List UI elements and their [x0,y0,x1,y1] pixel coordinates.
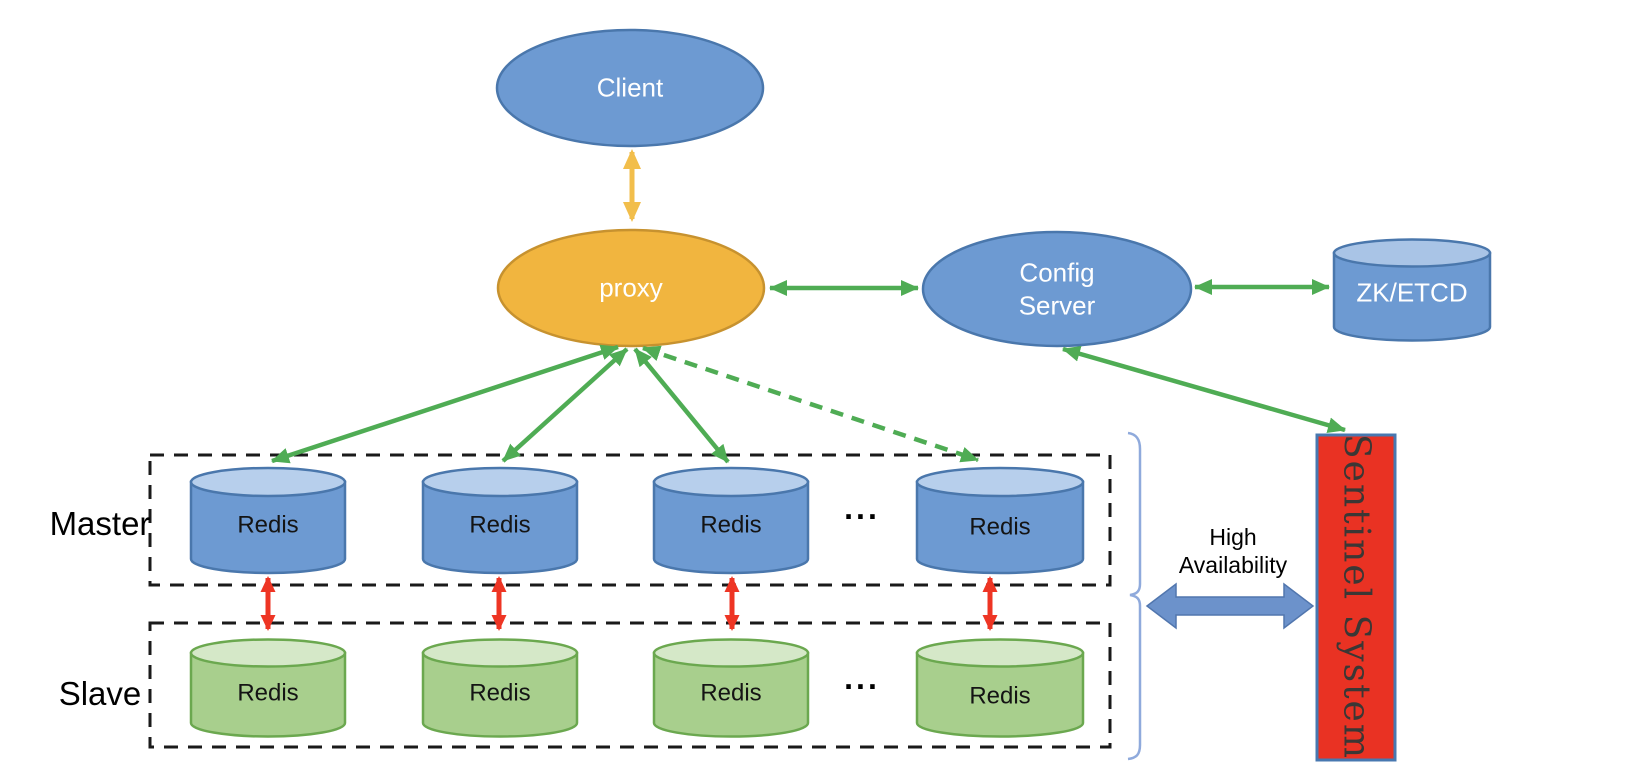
slave-redis-cylinder-3 [652,638,810,738]
sentinel-label: Sentinel System [1335,434,1377,760]
master-redis-cylinder-2 [421,466,579,575]
master-redis-cylinder-3 [652,466,810,575]
slave-redis-label-1: Redis [237,679,299,707]
config-server-label: Config Server [1018,257,1096,321]
proxy-node [496,228,766,348]
config-server-node [921,230,1193,348]
slave-redis-cylinder-1 [189,638,347,738]
slave-redis-cylinder-2 [421,638,579,738]
slave-redis-label-2: Redis [469,679,531,707]
slave-ellipsis-label: ... [844,659,880,696]
client-label: Client [596,72,664,103]
slave-redis-cylinder-4 [915,638,1085,738]
zk-etcd-cylinder [1332,238,1492,342]
slave-row-label: Slave [58,675,142,713]
client-node [495,28,765,148]
slave-redis-label-4: Redis [969,682,1031,710]
master-row-label: Master [49,505,151,543]
group-brace [1127,431,1142,761]
slave-redis-label-3: Redis [700,679,762,707]
master-redis-label-3: Redis [700,511,762,539]
edge-proxy-master-2 [501,347,629,463]
master-redis-label-1: Redis [237,511,299,539]
master-group-box [148,453,1112,587]
slave-group-box [148,621,1112,749]
edge-proxy-master-4-dashed [642,345,979,463]
master-redis-cylinder-4 [915,466,1085,575]
zk-etcd-label: ZK/ETCD [1356,277,1468,308]
master-redis-cylinder-1 [189,466,347,575]
master-redis-label-2: Redis [469,511,531,539]
proxy-label: proxy [599,272,663,303]
edge-config-server-sentinel [1062,346,1346,433]
edge-proxy-master-3 [633,347,730,464]
high-availability-arrow [1145,582,1315,630]
high-availability-label: High Availability [1178,523,1288,578]
master-ellipsis-label: ... [844,489,880,526]
sentinel-rect [1315,433,1397,762]
master-redis-label-4: Redis [969,513,1031,541]
